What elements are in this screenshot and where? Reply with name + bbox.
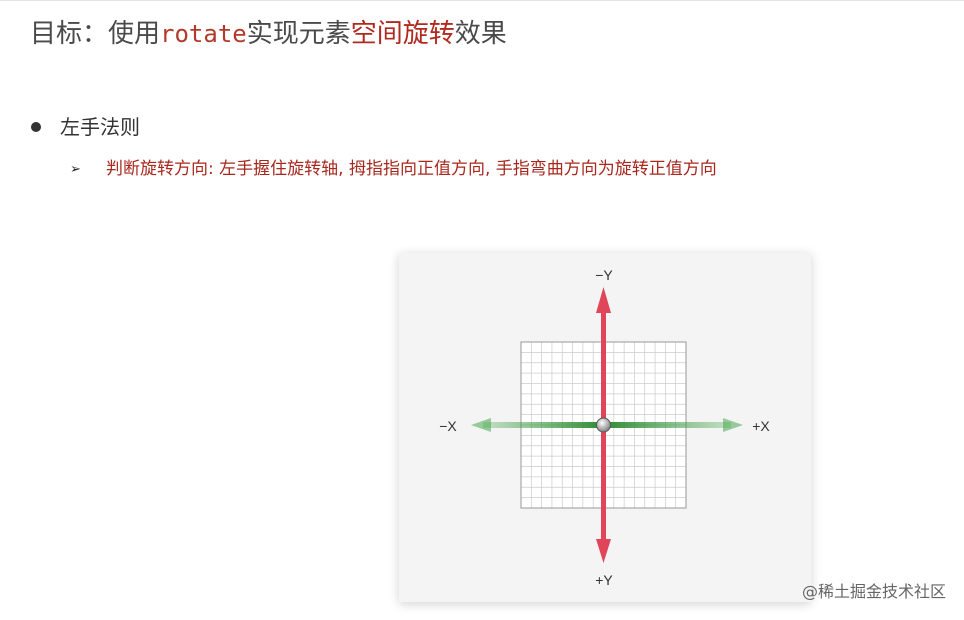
bullet-dot-icon <box>31 122 41 132</box>
y-axis-positive-arrow-icon <box>596 539 611 563</box>
bullet-label: 左手法则 <box>60 115 140 139</box>
title-code: rotate <box>160 20 247 48</box>
title-suffix: 效果 <box>454 19 507 49</box>
axis-diagram-svg: −Y +Y −X +X <box>439 267 770 588</box>
origin-sphere-icon <box>596 417 611 433</box>
x-axis <box>471 418 743 432</box>
axis-diagram: −Y +Y −X +X <box>399 253 811 602</box>
page-title: 目标：使用rotate实现元素空间旋转效果 <box>30 14 507 54</box>
title-middle: 实现元素 <box>246 19 351 49</box>
sub-bullet-text: 判断旋转方向: 左手握住旋转轴, 拇指指向正值方向, 手指弯曲方向为旋转正值方向 <box>106 159 717 179</box>
label-neg-y: −Y <box>595 267 613 283</box>
sub-bullet-arrow-icon: ➢ <box>70 162 81 177</box>
top-border <box>0 0 964 1</box>
watermark: @稀土掘金技术社区 <box>801 582 946 601</box>
x-axis-negative-arrow-icon <box>471 418 491 432</box>
title-highlight: 空间旋转 <box>350 19 455 49</box>
x-axis-negative-line <box>483 422 603 428</box>
title-prefix: 目标：使用 <box>30 19 161 49</box>
x-axis-positive-arrow-icon <box>723 418 743 432</box>
label-neg-x: −X <box>439 418 457 434</box>
label-pos-y: +Y <box>595 572 613 588</box>
label-pos-x: +X <box>752 418 770 434</box>
x-axis-positive-line <box>603 422 731 428</box>
y-axis-negative-arrow-icon <box>596 287 611 313</box>
